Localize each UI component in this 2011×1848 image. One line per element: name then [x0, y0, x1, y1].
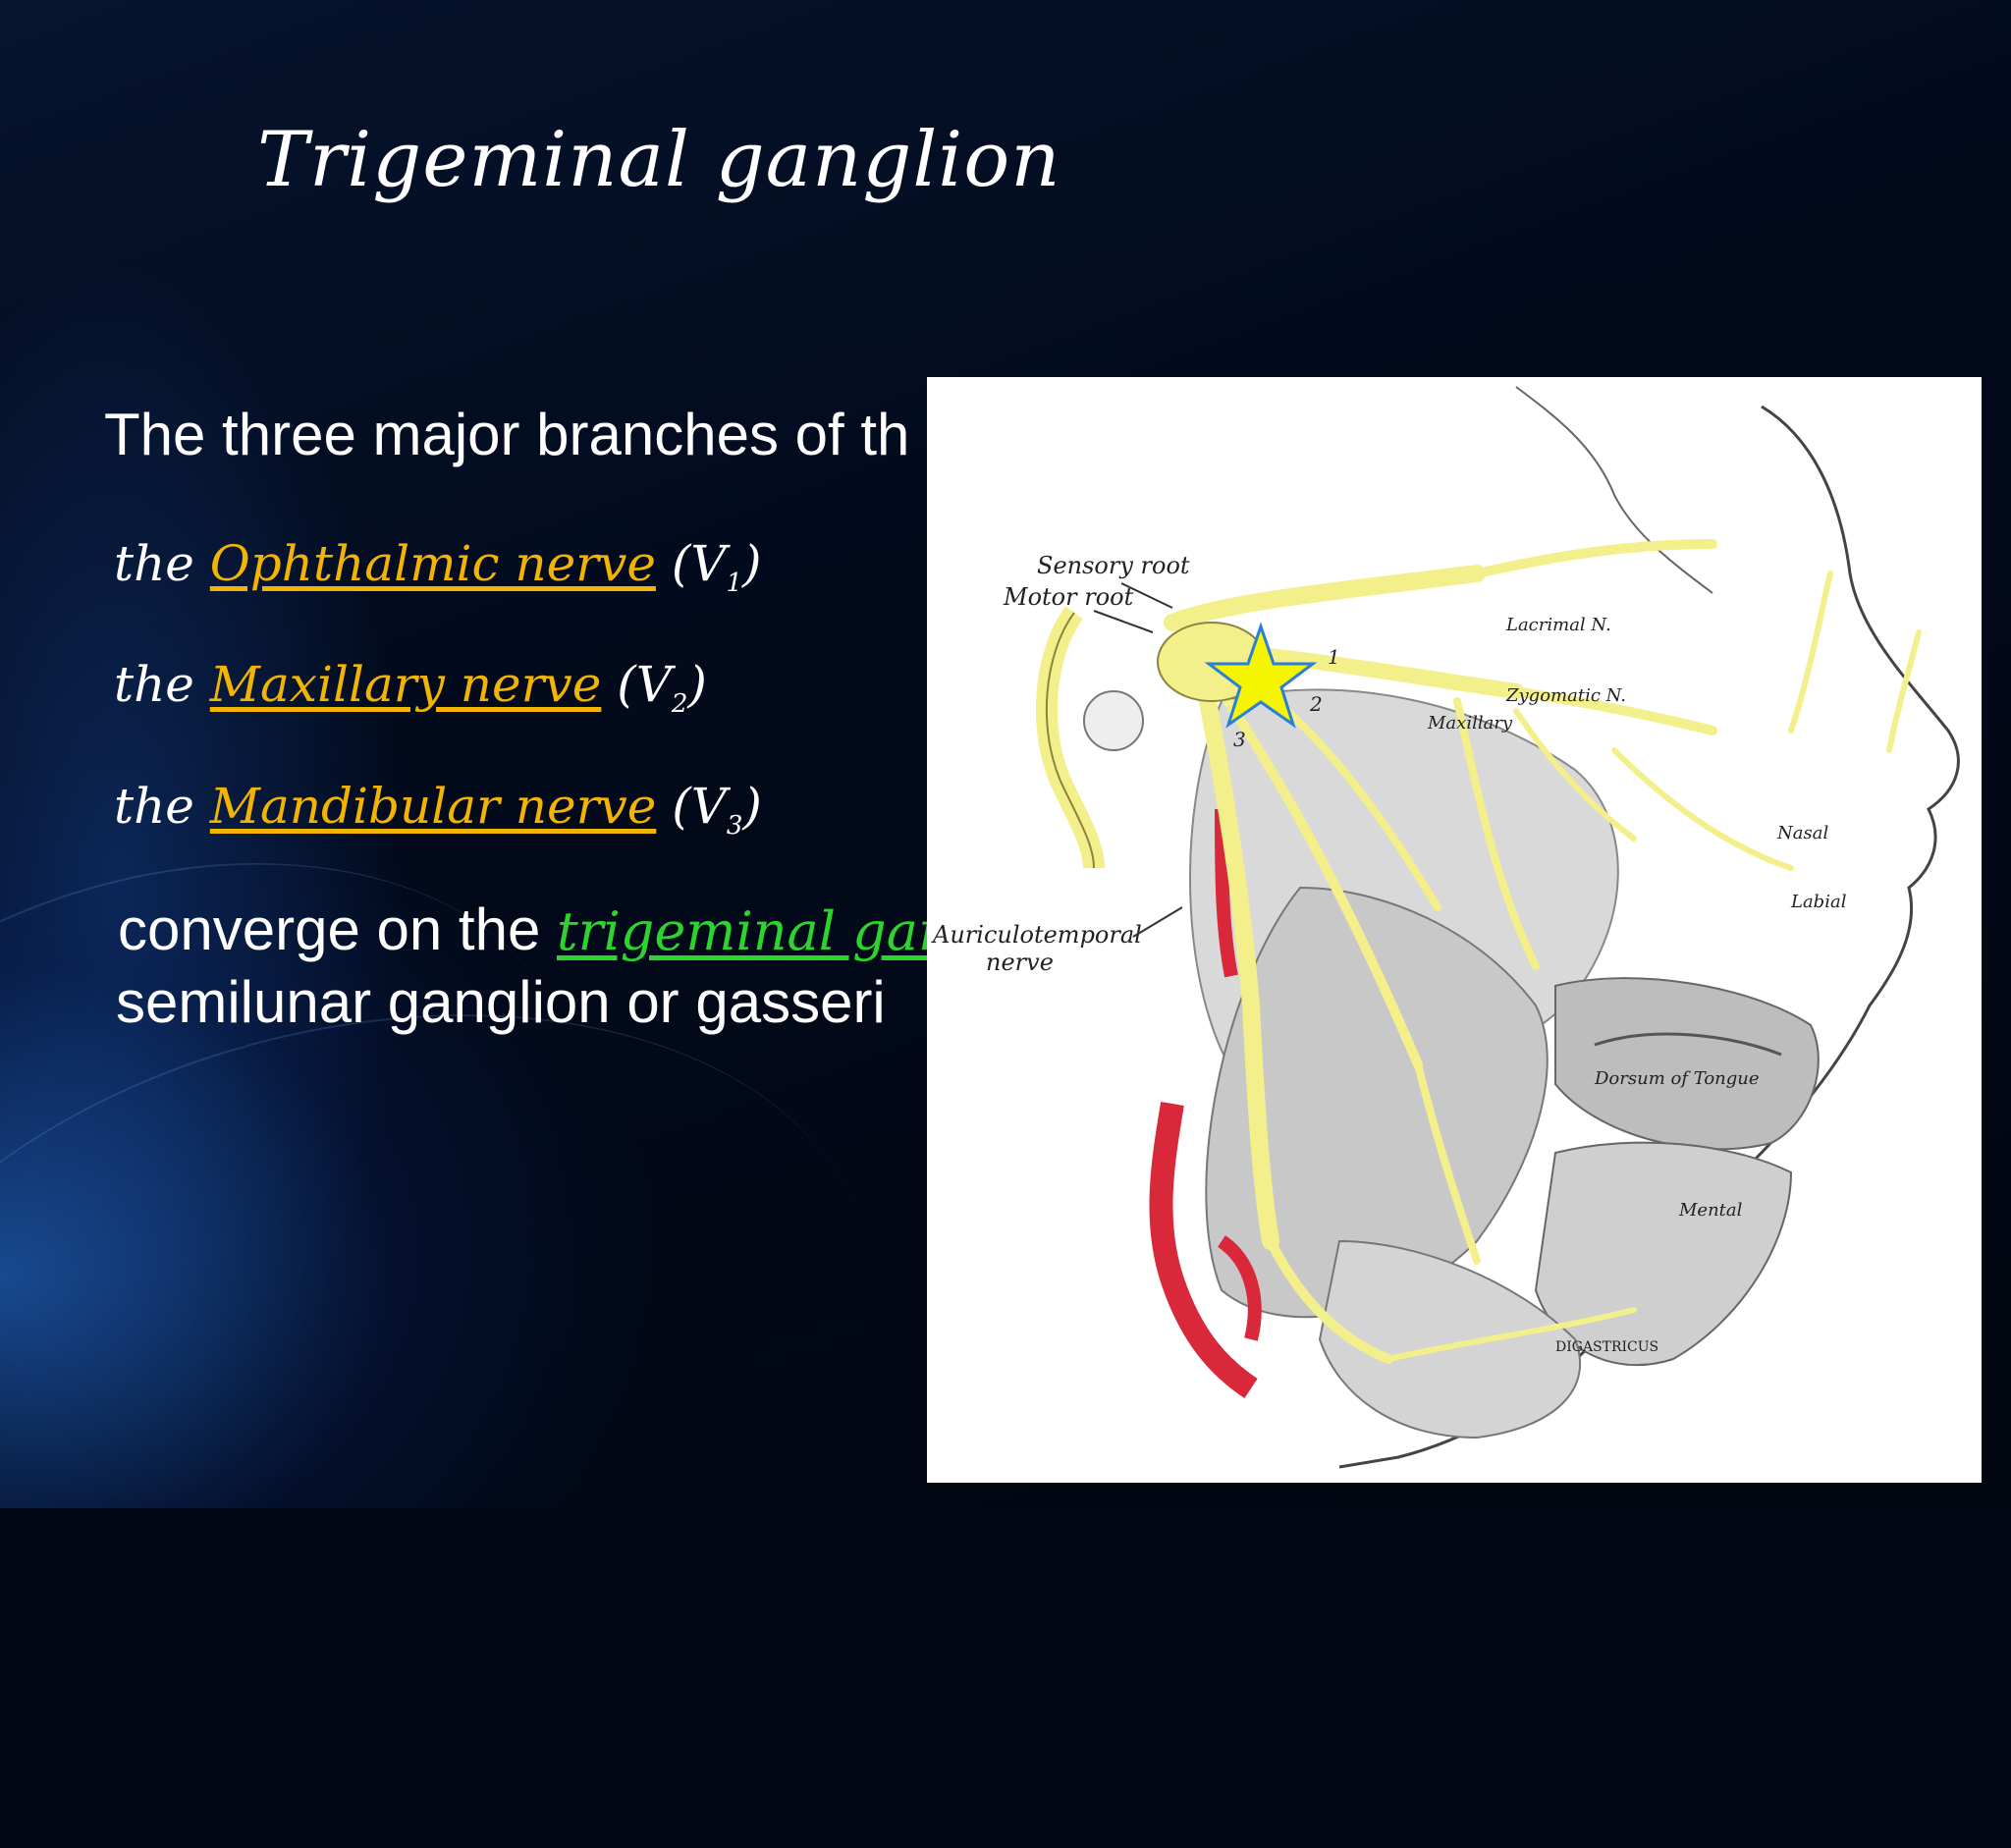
branch-number-1: 1 [1328, 645, 1340, 669]
branch-prefix: the [114, 535, 210, 592]
maxillary-nerve-link[interactable]: Maxillary nerve [209, 656, 602, 713]
branch-number-3: 3 [1233, 728, 1246, 751]
teeth-line [1594, 1032, 1782, 1057]
branch-suffix-close: ) [687, 656, 707, 713]
artery-branch [1217, 1235, 1262, 1341]
sensory-root-pointer [1120, 582, 1173, 609]
sensory-root-label: Sensory root [1037, 552, 1190, 579]
semilunar-text: semilunar ganglion or gasseri [116, 969, 886, 1035]
trigeminal-anatomy-figure: Sensory root Motor root Lacrimal N. Zygo… [927, 377, 1982, 1483]
mental-label: Mental [1678, 1200, 1743, 1221]
intro-text: The three major branches of th [104, 402, 910, 467]
branch-mandibular: the Mandibular nerve (V3) [114, 778, 762, 841]
auriculotemporal-label: Auriculotemporal [931, 921, 1142, 949]
maxillary-label: Maxillary [1427, 713, 1513, 734]
branch-subscript: 2 [671, 689, 688, 719]
motor-root-pointer [1093, 610, 1154, 633]
anatomy-illustration: Sensory root Motor root Lacrimal N. Zygo… [931, 386, 1960, 1469]
branch-prefix: the [114, 778, 210, 835]
converge-text: converge on the trigeminal gangl [118, 896, 1004, 963]
branch-suffix: (V [656, 778, 727, 835]
ganglion-star-icon [1204, 622, 1318, 729]
slide-title: Trigeminal ganglion [257, 116, 1061, 204]
digastricus-label: DIGASTRICUS [1555, 1339, 1658, 1355]
branch-maxillary: the Maxillary nerve (V2) [114, 656, 707, 719]
labial-label: Labial [1790, 892, 1847, 912]
branch-suffix: (V [655, 535, 727, 592]
ear-canal [1083, 690, 1144, 751]
facial-nerve-trunk [1035, 606, 1105, 869]
branch-ophthalmic: the Ophthalmic nerve (V1) [114, 535, 762, 598]
motor-root-label: Motor root [1003, 583, 1134, 611]
auriculotemporal-pointer [1132, 906, 1183, 938]
zygomatic-label: Zygomatic N. [1505, 685, 1626, 706]
branch-suffix-close: ) [741, 535, 762, 592]
branch-suffix: (V [601, 656, 672, 713]
tongue-region [1534, 1141, 1793, 1367]
dorsum-tongue-label: Dorsum of Tongue [1594, 1068, 1760, 1089]
branch-subscript: 1 [726, 569, 742, 598]
teeth-region [1554, 977, 1820, 1151]
skull-outline [1515, 386, 1713, 594]
facial-nerve-outline [1045, 612, 1095, 869]
nasal-label: Nasal [1776, 823, 1828, 843]
ophthalmic-nerve-link[interactable]: Ophthalmic nerve [209, 535, 656, 592]
branch-subscript: 3 [726, 811, 743, 841]
auriculotemporal-nerve-label: nerve [986, 949, 1054, 976]
branch-prefix: the [114, 656, 210, 713]
converge-prefix: converge on the [118, 897, 557, 962]
branch-suffix-close: ) [742, 778, 762, 835]
neck-muscle-region [1318, 1239, 1581, 1440]
carotid-artery [1149, 1102, 1258, 1398]
lacrimal-label: Lacrimal N. [1505, 615, 1611, 635]
branch-number-2: 2 [1309, 692, 1323, 716]
mandibular-nerve-link[interactable]: Mandibular nerve [209, 778, 657, 835]
